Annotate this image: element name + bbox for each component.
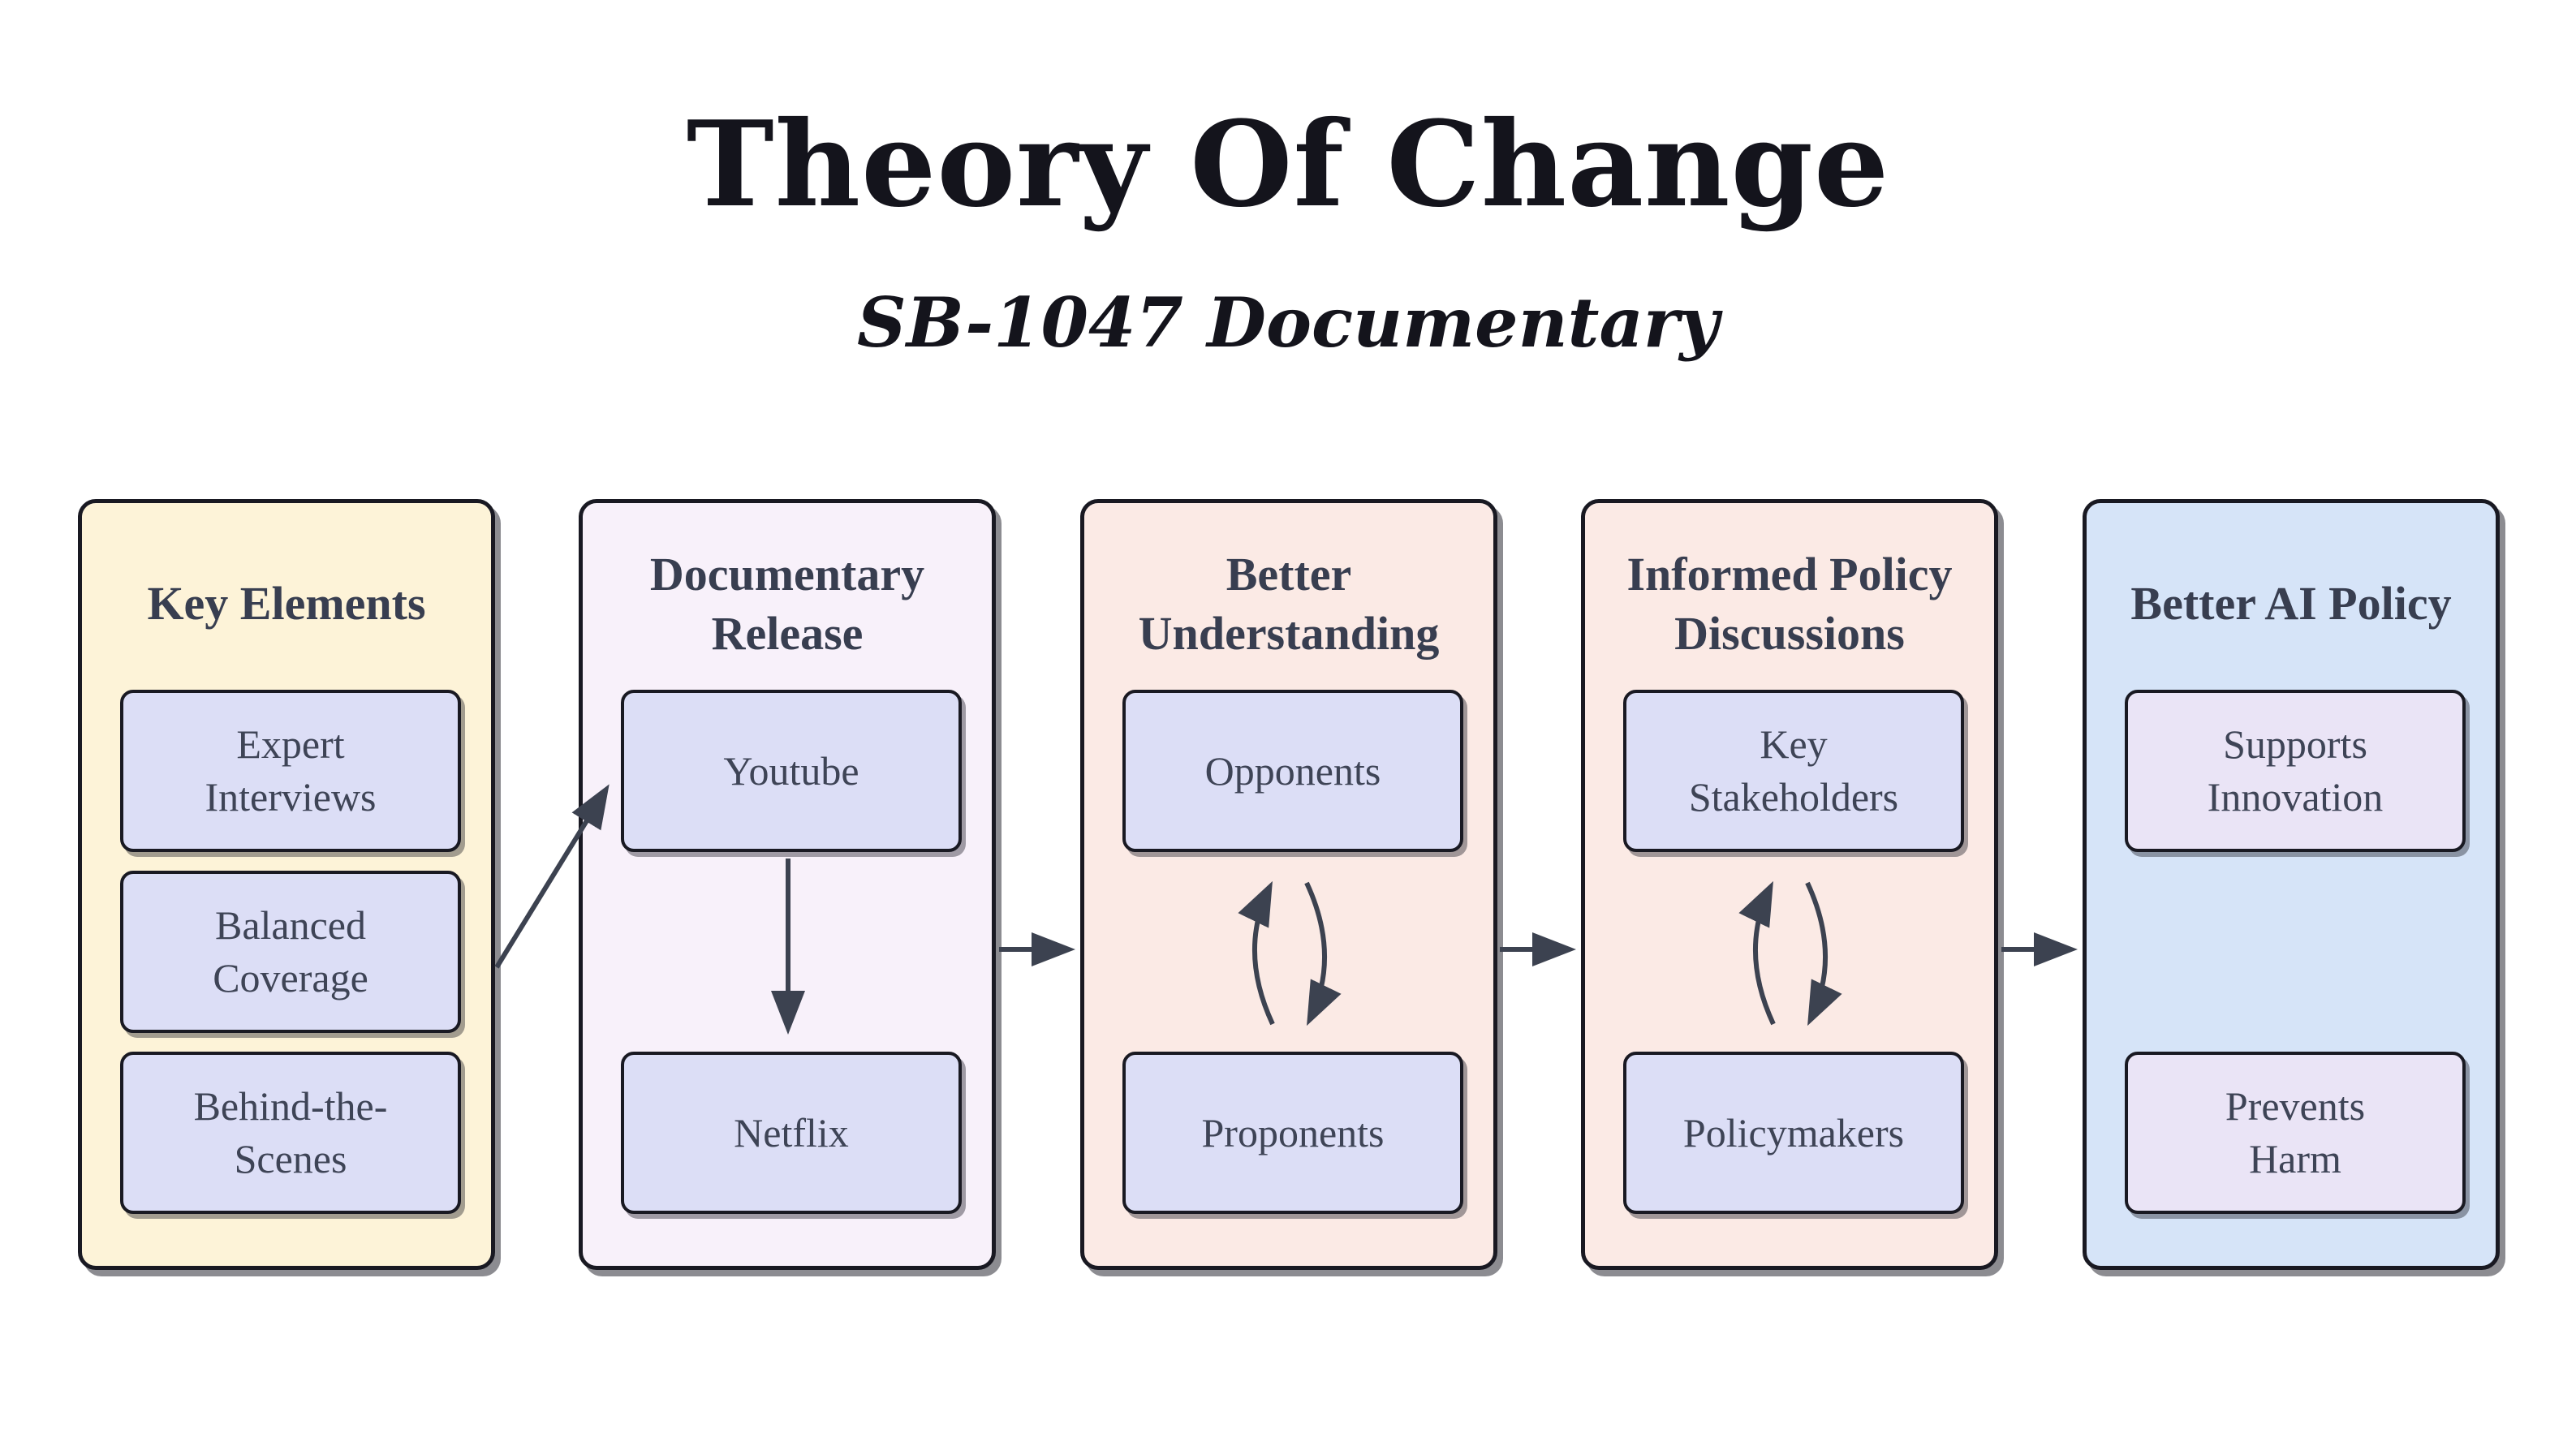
panel-better-ai-policy: Better AI Policy Supports Innovation Pre… bbox=[2083, 499, 2500, 1270]
panel-header-better-understanding: Better Understanding bbox=[1138, 547, 1440, 660]
box-label: Opponents bbox=[1204, 747, 1381, 794]
panel-key-elements: Key Elements Expert Interviews Balanced … bbox=[78, 499, 495, 1270]
panel-documentary-release: Documentary Release Youtube Netflix bbox=[579, 499, 996, 1270]
page-subtitle: SB-1047 Documentary bbox=[857, 282, 1719, 363]
box-balanced-coverage: Balanced Coverage bbox=[120, 871, 461, 1033]
box-label: Policymakers bbox=[1682, 1109, 1905, 1156]
box-label: Proponents bbox=[1201, 1109, 1385, 1156]
panel-header-informed-policy-discussions: Informed Policy Discussions bbox=[1626, 547, 1953, 660]
panel-better-understanding: Better Understanding Opponents Proponent… bbox=[1080, 499, 1497, 1270]
panel-header-better-ai-policy: Better AI Policy bbox=[2130, 577, 2452, 630]
box-youtube: Youtube bbox=[621, 690, 962, 852]
box-opponents: Opponents bbox=[1122, 690, 1463, 852]
box-behind-the-scenes: Behind-the-Scenes bbox=[120, 1052, 461, 1214]
box-label: Expert Interviews bbox=[205, 721, 377, 820]
box-label: Netflix bbox=[734, 1109, 849, 1156]
box-policymakers: Policymakers bbox=[1623, 1052, 1964, 1214]
box-supports-innovation: Supports Innovation bbox=[2125, 690, 2466, 852]
box-prevents-harm: Prevents Harm bbox=[2125, 1052, 2466, 1214]
box-netflix: Netflix bbox=[621, 1052, 962, 1214]
box-label: Balanced Coverage bbox=[213, 902, 368, 1001]
box-label: Behind-the-Scenes bbox=[193, 1083, 388, 1181]
box-key-stakeholders: Key Stakeholders bbox=[1623, 690, 1964, 852]
box-label: Supports Innovation bbox=[2207, 721, 2384, 820]
box-label: Prevents Harm bbox=[2225, 1083, 2366, 1181]
page-title: Theory Of Change bbox=[686, 96, 1890, 234]
box-label: Youtube bbox=[723, 747, 859, 794]
box-proponents: Proponents bbox=[1122, 1052, 1463, 1214]
box-expert-interviews: Expert Interviews bbox=[120, 690, 461, 852]
panel-informed-policy-discussions: Informed Policy Discussions Key Stakehol… bbox=[1581, 499, 1998, 1270]
box-label: Key Stakeholders bbox=[1688, 721, 1899, 820]
panel-header-documentary-release: Documentary Release bbox=[649, 547, 925, 660]
panel-header-key-elements: Key Elements bbox=[147, 577, 426, 630]
